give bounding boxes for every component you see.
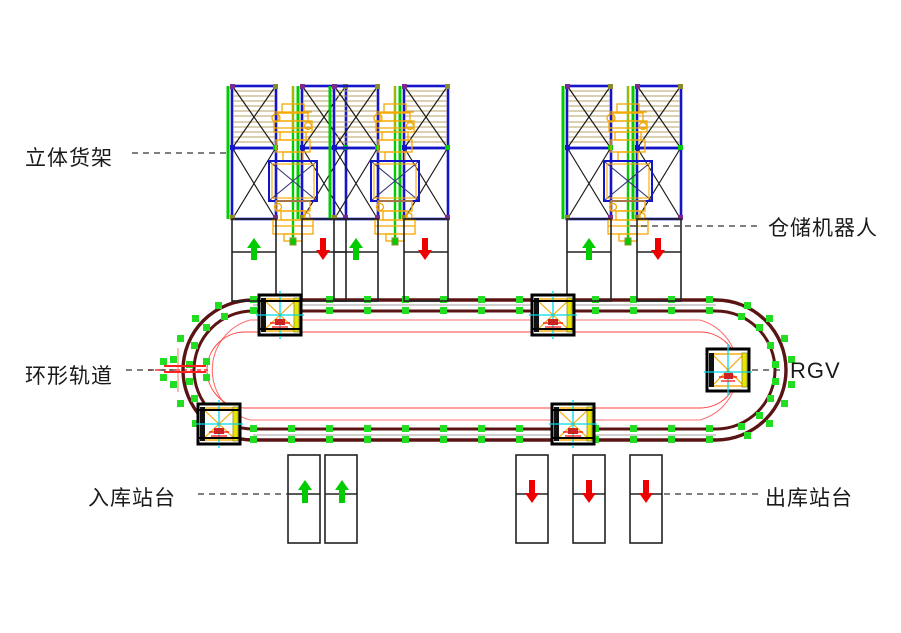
rgv-unit (527, 289, 579, 341)
label-rgv: RGV (790, 358, 841, 383)
label-outbound-station: 出库站台 (765, 486, 853, 510)
loop-track (148, 296, 795, 443)
rack-group-right (560, 82, 685, 247)
leader-lines (126, 152, 784, 495)
label-warehouse-robot: 仓储机器人 (768, 216, 878, 240)
track-outer-rail (181, 298, 788, 442)
rack-group-left (225, 82, 452, 247)
rgv-unit (547, 398, 599, 450)
station-arrows (298, 480, 653, 503)
upper-lanes (231, 218, 682, 302)
upper-lane-arrows (247, 238, 665, 260)
track-inner-rail (192, 309, 777, 431)
label-stereoscopic-rack: 立体货架 (25, 146, 113, 170)
label-inbound-station: 入库站台 (88, 486, 176, 510)
rgv-unit (254, 289, 306, 341)
rgv-unit (193, 398, 245, 450)
label-loop-track: 环形轨道 (25, 364, 113, 388)
rgv-unit (702, 342, 754, 398)
